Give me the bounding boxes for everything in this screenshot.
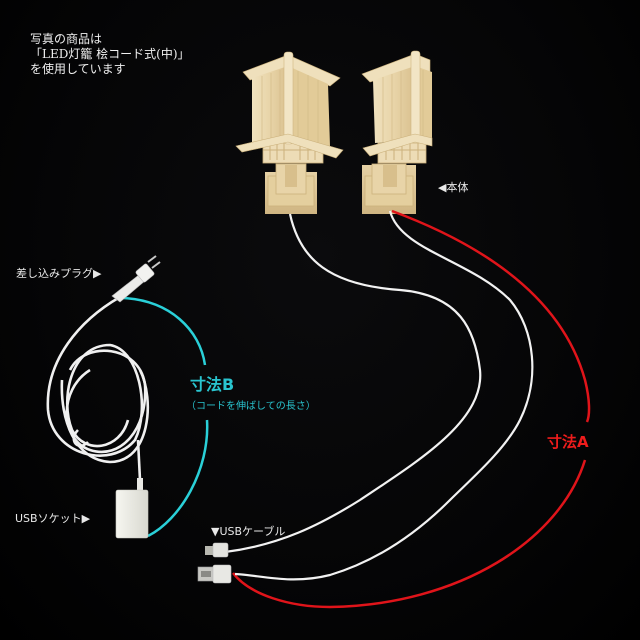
dimension-a-label: 寸法A [547,433,589,451]
power-plug [111,255,161,303]
dimension-b-arc-bottom [147,419,209,538]
dimension-a-arc-top [391,209,591,423]
usb-socket-box [115,478,149,539]
product-note: 写真の商品は 「LED灯籠 桧コード式(中)」 を使用しています [30,32,190,77]
label-body: ◀本体 [438,181,469,194]
note-line-1: 写真の商品は [30,32,103,46]
note-line-3: を使用しています [30,62,126,76]
dimension-b-label: 寸法B [190,375,235,394]
dimension-b-caption: （コードを伸ばしての長さ） [186,401,316,412]
power-cord [46,295,150,481]
lantern-right [361,50,433,214]
usb-plug-a [197,564,232,584]
label-usb-cable: ▼USBケーブル [211,525,286,538]
usb-plug-micro [205,542,229,558]
label-plug: 差し込みプラグ▶ [16,267,102,280]
usb-cable-2 [234,210,534,581]
label-usb-socket: USBソケット▶ [15,512,91,525]
dimension-b-arc-top [121,296,207,366]
usb-cable-1 [224,213,482,554]
dimension-a-arc-bottom [232,459,587,609]
note-line-2: 「LED灯籠 桧コード式(中)」 [30,47,190,61]
lantern-left [235,51,344,214]
